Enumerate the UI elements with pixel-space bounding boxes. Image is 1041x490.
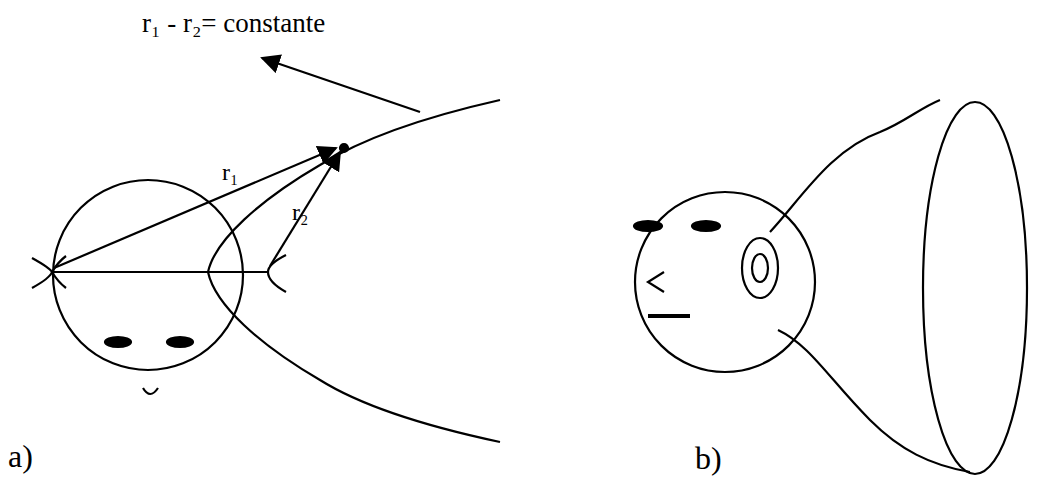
nose [648, 272, 664, 292]
eye [634, 221, 662, 231]
left-ear [32, 258, 52, 288]
right-ear [268, 255, 286, 292]
r1-vector [54, 148, 336, 268]
nose [143, 388, 158, 394]
eye [167, 337, 193, 347]
mouth [648, 314, 690, 318]
vector-label: r₂ [292, 200, 308, 224]
cone-base [923, 102, 1027, 474]
source-point [340, 144, 348, 152]
r2-vector [270, 152, 340, 266]
head-outline [53, 180, 243, 370]
eye [105, 337, 131, 347]
cone-upper [770, 100, 940, 232]
cone-lower [778, 330, 970, 472]
vector-label: r₁ [222, 160, 238, 184]
eye [692, 221, 720, 231]
head-outline [635, 192, 815, 372]
panel-label: b) [695, 442, 722, 474]
interaural-line [52, 271, 268, 273]
ear-outer [742, 238, 778, 298]
equation-label: r₁ - r₂= constante [142, 10, 325, 37]
ear-inner [752, 254, 768, 282]
panel-a [32, 58, 500, 442]
panel-label: a) [8, 440, 33, 472]
hyperbola [208, 100, 500, 442]
leader-arrow [262, 58, 420, 112]
panel-b [634, 100, 1027, 474]
